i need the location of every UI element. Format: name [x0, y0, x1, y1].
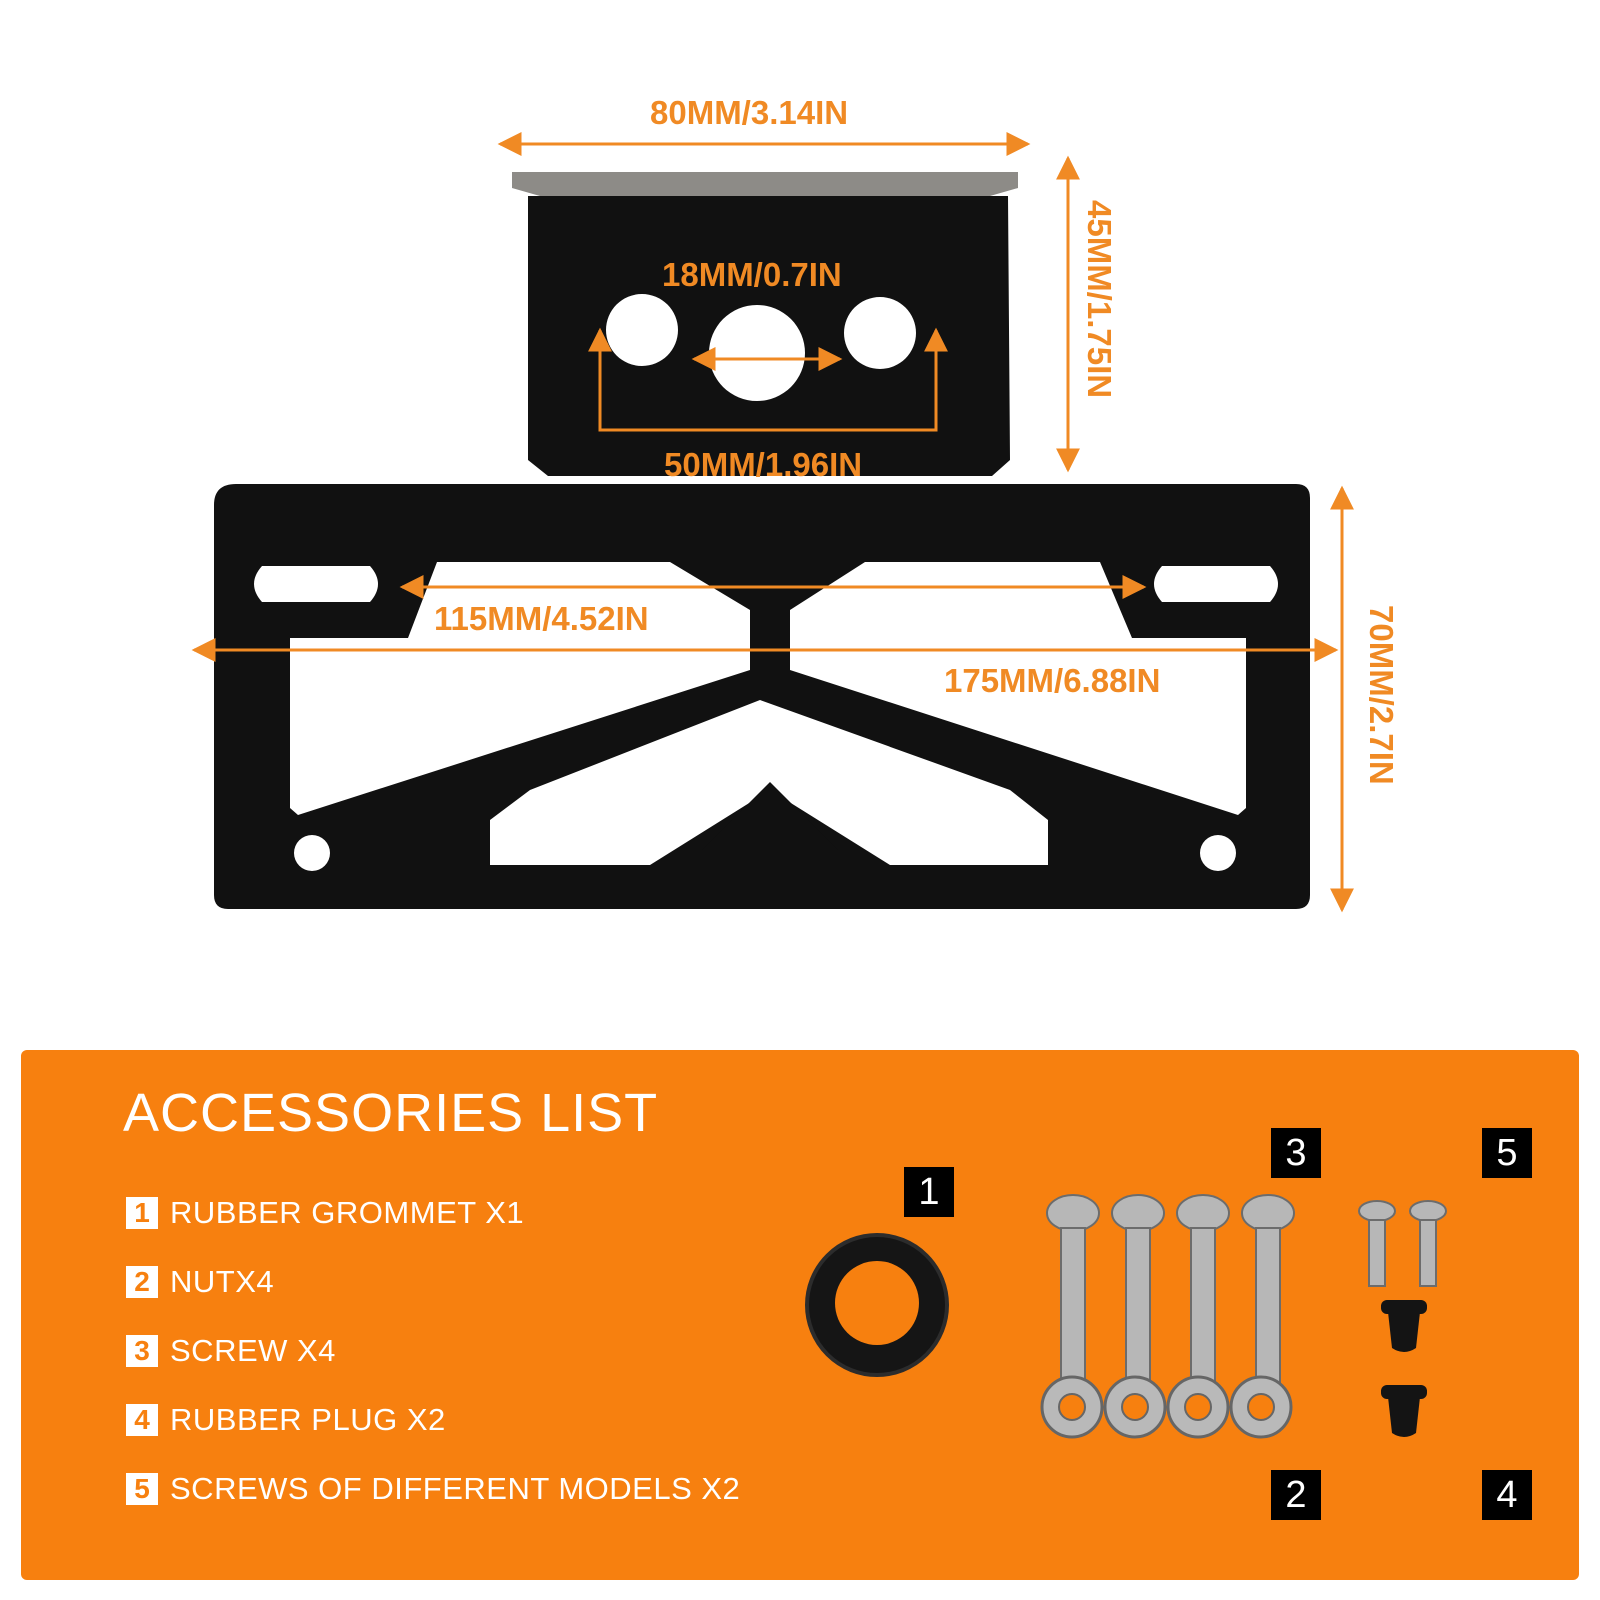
part-badge-5: 5	[1482, 1128, 1532, 1178]
accessory-item-4: 4 RUBBER PLUG X2	[126, 1400, 446, 1440]
accessory-number: 5	[126, 1473, 158, 1505]
accessories-title: ACCESSORIES LIST	[123, 1083, 659, 1143]
accessory-number: 3	[126, 1335, 158, 1367]
accessory-number: 4	[126, 1404, 158, 1436]
bracket-illustration	[191, 132, 1354, 913]
accessory-number: 1	[126, 1197, 158, 1229]
part-badge-3: 3	[1271, 1128, 1321, 1178]
accessory-label: SCREW X4	[170, 1333, 336, 1368]
accessory-label: SCREWS OF DIFFERENT MODELS X2	[170, 1471, 741, 1506]
top-width-label: 80MM/3.14IN	[650, 94, 849, 131]
slot-spacing-label: 115MM/4.52IN	[434, 600, 649, 637]
accessory-label: RUBBER PLUG X2	[170, 1402, 446, 1437]
accessory-label: NUTX4	[170, 1264, 275, 1299]
accessories-panel: ACCESSORIES LIST 1 RUBBER GROMMET X1 2 N…	[21, 1050, 1579, 1580]
accessory-item-2: 2 NUTX4	[126, 1262, 274, 1302]
bracket-height-label: 45MM/1.75IN	[1081, 200, 1118, 399]
accessory-item-1: 1 RUBBER GROMMET X1	[126, 1193, 524, 1233]
upper-bracket	[528, 196, 1010, 476]
hole-spacing-bracket	[598, 332, 938, 432]
plate-center-notch	[702, 782, 838, 850]
accessory-label: RUBBER GROMMET X1	[170, 1195, 525, 1230]
plate-width-label: 175MM/6.88IN	[944, 662, 1161, 699]
plate-height-label: 70MM/2.7IN	[1363, 605, 1400, 785]
hole-diameter-label: 18MM/0.7IN	[662, 256, 842, 293]
license-plate	[214, 484, 1310, 909]
hole-spacing-label: 50MM/1.96IN	[664, 446, 863, 483]
screws-image	[1046, 1194, 1295, 1389]
nuts-image	[1040, 1375, 1293, 1439]
accessory-item-3: 3 SCREW X4	[126, 1331, 336, 1371]
small-screws-image	[1358, 1200, 1447, 1287]
part-badge-2: 2	[1271, 1470, 1321, 1520]
rubber-grommet-image	[805, 1233, 949, 1377]
accessory-item-5: 5 SCREWS OF DIFFERENT MODELS X2	[126, 1469, 740, 1509]
parts-illustration	[805, 1194, 1447, 1439]
part-badge-4: 4	[1482, 1470, 1532, 1520]
part-badge-1: 1	[904, 1167, 954, 1217]
top-lip	[512, 172, 1018, 196]
accessory-number: 2	[126, 1266, 158, 1298]
rubber-plugs-image	[1381, 1300, 1427, 1437]
